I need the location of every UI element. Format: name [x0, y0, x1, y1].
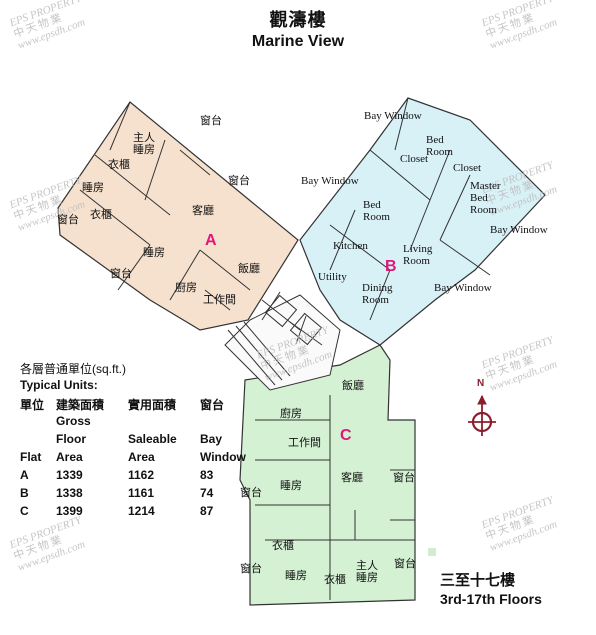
b-bedroom-2-label: Bed Room — [363, 199, 390, 223]
a-balcony-3-label: 窗台 — [57, 213, 79, 226]
b-closet-2-label: Closet — [453, 162, 482, 174]
building-title-en: Marine View — [251, 33, 345, 50]
a-dining-room-label: 飯廳 — [238, 262, 260, 275]
c-utility-room-label: 工作間 — [288, 436, 321, 449]
b-bedroom-1-label: Bed Room — [426, 134, 453, 158]
c-balcony-4-label: 窗台 — [394, 557, 416, 570]
b-bay-window-4-label: Bay Window — [434, 282, 492, 294]
a-balcony-1-label: 窗台 — [200, 114, 222, 127]
b-bay-window-1-label: Bay Window — [364, 110, 422, 122]
a-balcony-2-label: 窗台 — [228, 174, 250, 187]
a-bedroom-2-label: 睡房 — [143, 246, 165, 259]
table-header-zh: 單位 建築面積 實用面積 窗台 — [20, 398, 225, 412]
a-kitchen-label: 廚房 — [175, 281, 197, 294]
b-dining-room-label: Dining Room — [362, 282, 393, 306]
compass-rose — [468, 394, 496, 436]
b-bay-window-3-label: Bay Window — [490, 224, 548, 236]
unit-c-letter: C — [340, 427, 352, 444]
lift-core — [224, 291, 341, 391]
legend-swatch — [428, 548, 436, 556]
table-header-en-3: Flat Area Area Window — [20, 450, 246, 464]
table-row: B 1338 1161 74 — [20, 486, 214, 500]
c-closet-label: 衣櫃 — [272, 539, 294, 552]
building-title-zh: 觀濤樓 — [269, 10, 327, 31]
c-bedroom-2-label: 睡房 — [285, 569, 307, 582]
c-dining-room-label: 飯廳 — [342, 379, 364, 392]
c-balcony-2-label: 窗台 — [393, 471, 415, 484]
table-row: A 1339 1162 83 — [20, 468, 214, 482]
c-kitchen-label: 廚房 — [280, 407, 302, 420]
c-balcony-3-label: 窗台 — [240, 562, 262, 575]
unit-b-letter: B — [385, 258, 397, 275]
b-closet-1-label: Closet — [400, 153, 429, 165]
a-master-bedroom-label: 主人 睡房 — [133, 131, 155, 156]
b-utility-label: Utility — [318, 271, 347, 283]
a-balcony-4-label: 窗台 — [110, 267, 132, 280]
a-living-room-label: 客廳 — [192, 204, 214, 217]
c-master-bedroom-label: 主人 睡房 — [356, 559, 378, 584]
unit-b-area — [299, 97, 546, 346]
unit-a-walls — [79, 101, 251, 311]
unit-a-letter: A — [205, 232, 217, 249]
a-bedroom-1-label: 睡房 — [82, 181, 104, 194]
compass-north-label: N — [477, 378, 485, 389]
floors-label-en: 3rd-17th Floors — [440, 591, 542, 607]
c-living-room-label: 客廳 — [341, 471, 363, 484]
c-bedroom-1-label: 睡房 — [280, 479, 302, 492]
floors-label-zh: 三至十七樓 — [440, 571, 516, 589]
b-kitchen-label: Kitchen — [333, 240, 368, 252]
unit-b-walls — [329, 97, 491, 321]
table-row: C 1399 1214 87 — [20, 504, 214, 518]
table-header-en-2: Floor Saleable Bay — [56, 432, 223, 446]
b-bay-window-2-label: Bay Window — [301, 175, 359, 187]
b-master-bedroom-label: Master Bed Room — [470, 180, 501, 216]
b-living-room-label: Living Room — [403, 243, 433, 267]
table-heading: 各層普通單位(sq.ft.) — [20, 362, 127, 376]
unit-c-walls — [255, 395, 415, 600]
a-utility-room-label: 工作間 — [203, 293, 236, 306]
table-subheading: Typical Units: — [20, 378, 98, 392]
table-header-en-1: Gross — [56, 414, 91, 428]
a-closet-1-label: 衣櫃 — [108, 158, 130, 171]
unit-a-area — [57, 101, 299, 331]
c-closet-2-label: 衣櫃 — [324, 573, 346, 586]
c-balcony-1-label: 窗台 — [240, 486, 262, 499]
a-closet-2-label: 衣櫃 — [90, 208, 112, 221]
